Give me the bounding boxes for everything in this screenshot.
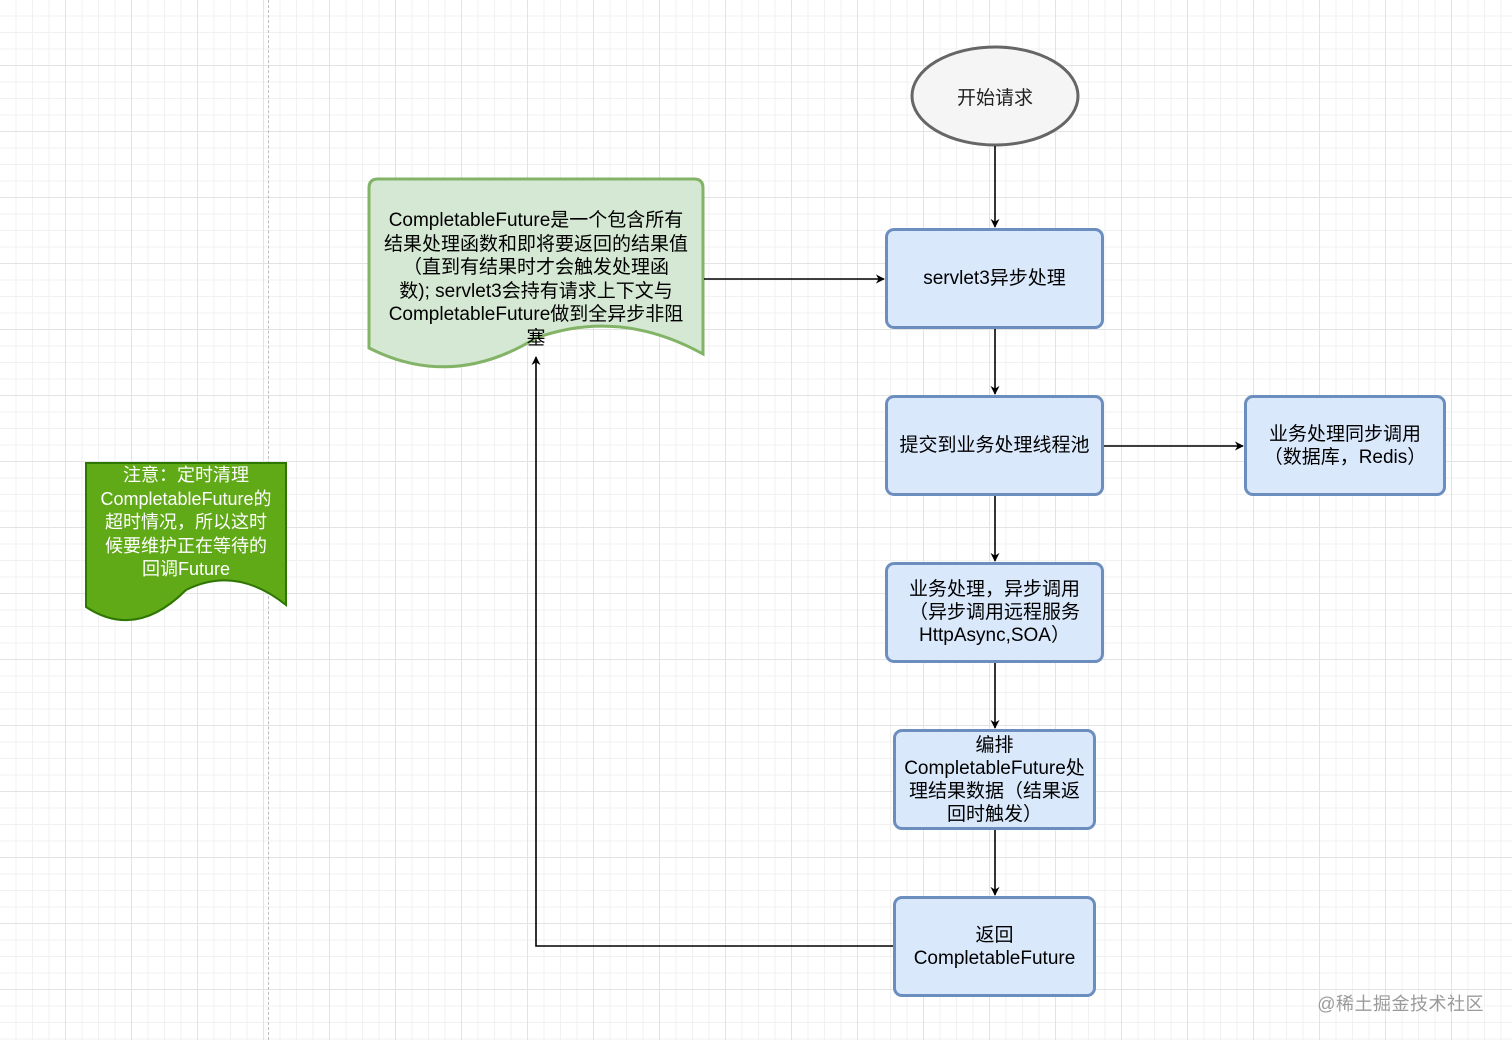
async-call-label: 业务处理，异步调用 （异步调用远程服务 HttpAsync,SOA） (908, 579, 1080, 646)
start-ellipse[interactable] (910, 45, 1080, 147)
submit-threadpool-node[interactable]: 提交到业务处理线程池 (885, 395, 1104, 496)
return-future-node[interactable]: 返回 CompletableFuture (893, 896, 1096, 997)
servlet-async-node[interactable]: servlet3异步处理 (885, 228, 1104, 329)
sync-call-label: 业务处理同步调用 （数据库，Redis） (1263, 423, 1427, 468)
warning-note-shape[interactable] (85, 462, 287, 622)
warning-note: 注意：定时清理 CompletableFuture的 超时情况，所以这时 候要维… (86, 464, 286, 582)
warning-note-text: 注意：定时清理 CompletableFuture的 超时情况，所以这时 候要维… (100, 465, 272, 579)
orchestrate-label: 编排 CompletableFuture处 理结果数据（结果返 回时触发） (904, 734, 1085, 825)
edge-return-to-doc (531, 356, 893, 947)
doc-note: CompletableFuture是一个包含所有 结果处理函数和即将要返回的结果… (369, 209, 703, 350)
doc-note-text: CompletableFuture是一个包含所有 结果处理函数和即将要返回的结果… (383, 210, 688, 349)
orchestrate-node[interactable]: 编排 CompletableFuture处 理结果数据（结果返 回时触发） (893, 729, 1096, 830)
servlet-async-label: servlet3异步处理 (923, 268, 1066, 289)
async-call-node[interactable]: 业务处理，异步调用 （异步调用远程服务 HttpAsync,SOA） (885, 562, 1104, 663)
watermark: @稀土掘金技术社区 (1317, 994, 1484, 1014)
start-label: 开始请求 (956, 87, 1033, 109)
submit-threadpool-label: 提交到业务处理线程池 (899, 435, 1090, 456)
return-future-label: 返回 CompletableFuture (913, 924, 1076, 969)
doc-note-shape[interactable] (367, 177, 705, 369)
sync-call-node[interactable]: 业务处理同步调用 （数据库，Redis） (1244, 395, 1446, 496)
